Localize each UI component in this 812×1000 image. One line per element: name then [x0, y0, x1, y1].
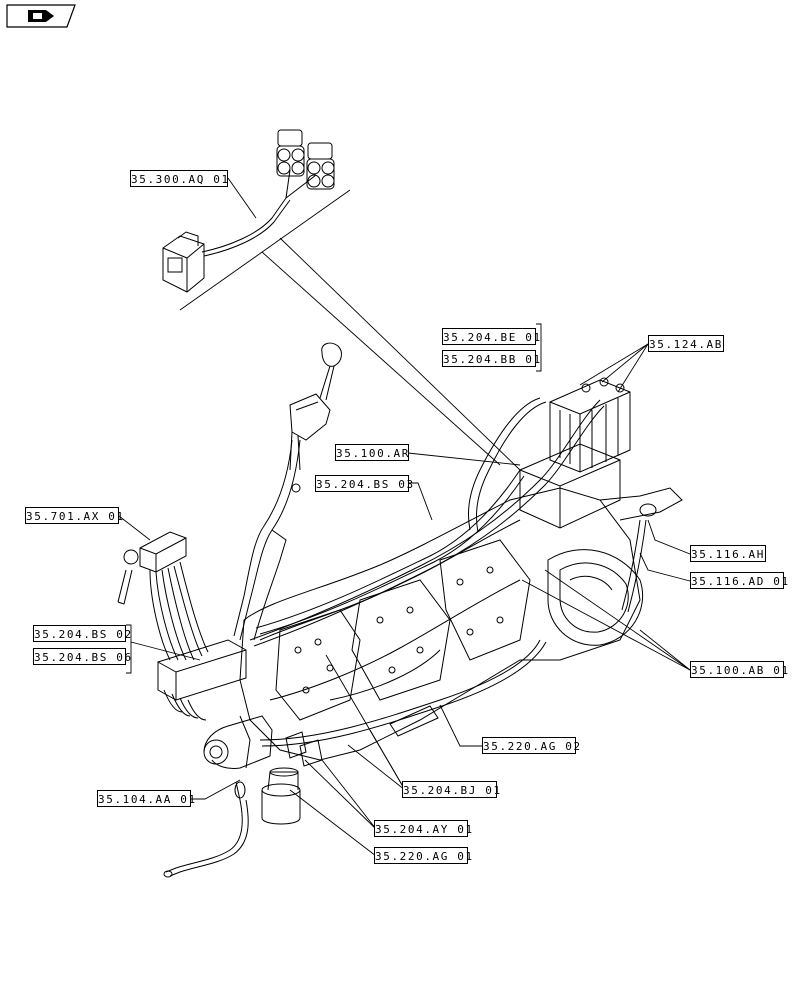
front-drive-parts — [163, 715, 323, 878]
leader-lines — [118, 177, 691, 857]
callout-35-100-ar[interactable]: 35.100.AR — [335, 444, 409, 461]
next-page-button[interactable] — [6, 4, 76, 28]
callout-35-701-ax-01[interactable]: 35.701.AX 01 — [25, 507, 123, 524]
callout-35-204-bs-03[interactable]: 35.204.BS 03 — [315, 475, 413, 492]
callout-35-124-ab[interactable]: 35.124.AB — [648, 335, 724, 352]
next-page-arrow-icon — [28, 10, 54, 22]
callout-35-220-ag-01[interactable]: 35.220.AG 01 — [374, 847, 472, 864]
callout-35-204-bj-01[interactable]: 35.204.BJ 01 — [402, 781, 500, 798]
callout-35-100-ab-01[interactable]: 35.100.AB 01 — [690, 661, 788, 678]
callout-35-104-aa-01[interactable]: 35.104.AA 01 — [97, 790, 195, 807]
callout-35-204-bs-02[interactable]: 35.204.BS 02 — [33, 625, 131, 642]
switch-harness-inset — [162, 129, 335, 293]
remote-valve-block — [117, 531, 247, 721]
callout-35-204-be-01[interactable]: 35.204.BE 01 — [442, 328, 540, 345]
control-valve-stack — [467, 377, 683, 613]
gear-lever — [233, 342, 342, 641]
callout-35-204-bs-06[interactable]: 35.204.BS 06 — [33, 648, 131, 665]
callout-35-116-ad-01[interactable]: 35.116.AD 01 — [690, 572, 788, 589]
callout-35-204-bb-01[interactable]: 35.204.BB 01 — [442, 350, 540, 367]
callout-35-300-aq-01[interactable]: 35.300.AQ 01 — [130, 170, 228, 187]
callout-35-116-ah[interactable]: 35.116.AH — [690, 545, 766, 562]
transmission-assembly — [239, 399, 644, 761]
callout-35-204-ay-01[interactable]: 35.204.AY 01 — [374, 820, 472, 837]
callout-35-220-ag-02[interactable]: 35.220.AG 02 — [482, 737, 580, 754]
